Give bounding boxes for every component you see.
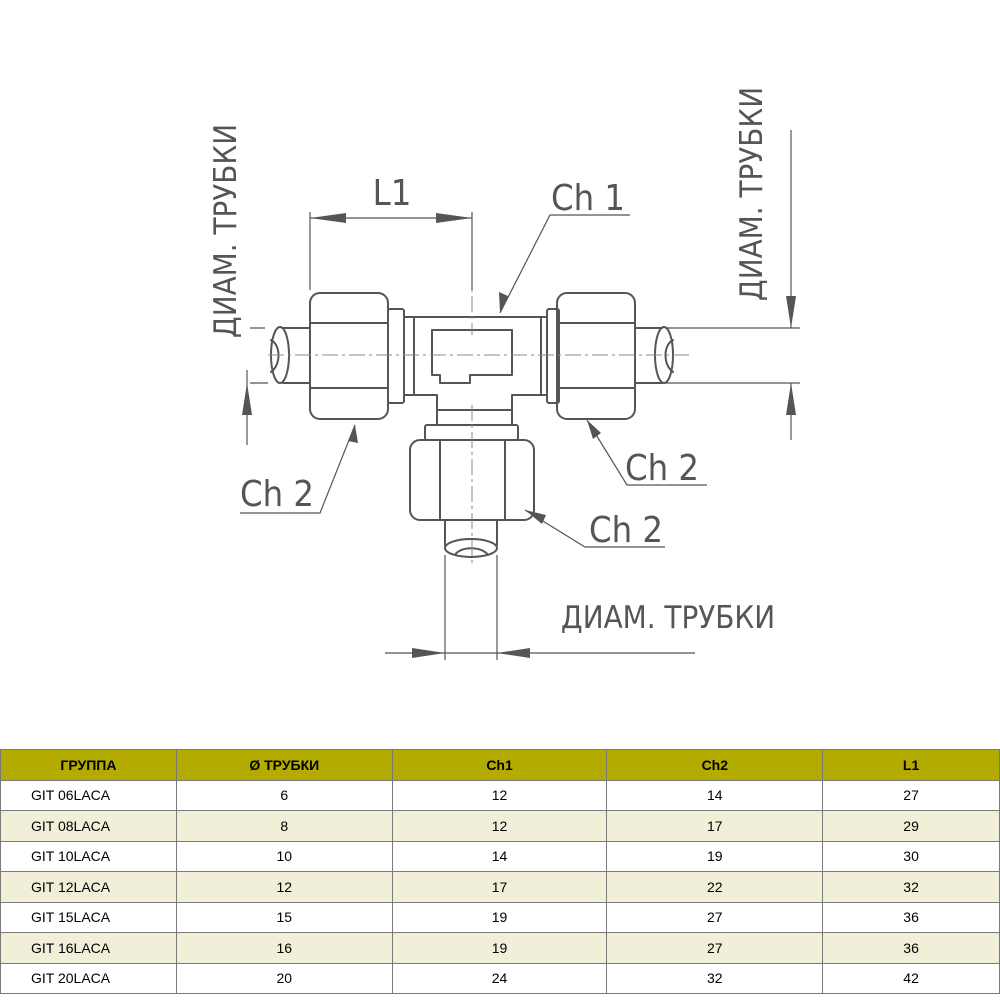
header-group: ГРУППА [0, 749, 177, 781]
cell-ch1: 12 [391, 779, 608, 811]
cell-ch1: 17 [391, 871, 608, 903]
cell-tube-diameter: 12 [175, 871, 393, 903]
right-nut [540, 292, 636, 420]
cell-ch1: 24 [391, 962, 608, 994]
tee-fitting-drawing: L1 Ch 1 Ch 2 Ch 2 Ch 2 ДИАМ. ТРУБКИ ДИАМ… [208, 87, 800, 660]
table-row: GIT 20LACA 20 24 32 42 [0, 962, 1000, 994]
cell-ch2: 32 [606, 962, 824, 994]
table-row: GIT 06LACA 6 12 14 27 [0, 779, 1000, 811]
cell-ch2: 22 [606, 871, 824, 903]
tee-body [413, 316, 542, 426]
cell-tube-diameter: 6 [175, 779, 393, 811]
cell-l1: 42 [822, 962, 1000, 994]
spec-table: ГРУППА Ø ТРУБКИ Ch1 Ch2 L1 GIT 06LACA 6 … [0, 749, 1000, 994]
cell-l1: 29 [822, 810, 1000, 842]
table-row: GIT 10LACA 10 14 19 30 [0, 840, 1000, 872]
cell-ch1: 12 [391, 810, 608, 842]
header-ch2: Ch2 [606, 749, 824, 781]
cell-group: GIT 10LACA [0, 840, 177, 872]
diam-bottom-label: ДИАМ. ТРУБКИ [561, 600, 775, 636]
cell-ch1: 19 [391, 901, 608, 933]
cell-ch1: 19 [391, 932, 608, 964]
cell-tube-diameter: 8 [175, 810, 393, 842]
bottom-pipe [444, 519, 498, 558]
header-l1: L1 [822, 749, 1000, 781]
l1-label: L1 [373, 173, 412, 214]
table-header-row: ГРУППА Ø ТРУБКИ Ch1 Ch2 L1 [0, 749, 1000, 781]
cell-group: GIT 12LACA [0, 871, 177, 903]
cell-ch2: 17 [606, 810, 824, 842]
cell-l1: 32 [822, 871, 1000, 903]
cell-group: GIT 15LACA [0, 901, 177, 933]
cell-tube-diameter: 16 [175, 932, 393, 964]
cell-l1: 27 [822, 779, 1000, 811]
cell-l1: 36 [822, 901, 1000, 933]
cell-ch2: 19 [606, 840, 824, 872]
diam-right-label: ДИАМ. ТРУБКИ [734, 87, 770, 301]
diam-left-label: ДИАМ. ТРУБКИ [208, 124, 244, 338]
table-row: GIT 08LACA 8 12 17 29 [0, 810, 1000, 842]
cell-ch1: 14 [391, 840, 608, 872]
cell-ch2: 27 [606, 932, 824, 964]
cell-ch2: 14 [606, 779, 824, 811]
cell-ch2: 27 [606, 901, 824, 933]
cell-group: GIT 20LACA [0, 962, 177, 994]
table-row: GIT 15LACA 15 19 27 36 [0, 901, 1000, 933]
cell-l1: 30 [822, 840, 1000, 872]
cell-tube-diameter: 15 [175, 901, 393, 933]
cell-l1: 36 [822, 932, 1000, 964]
left-nut [309, 292, 415, 420]
cell-tube-diameter: 10 [175, 840, 393, 872]
cell-tube-diameter: 20 [175, 962, 393, 994]
header-tube-diameter: Ø ТРУБКИ [175, 749, 393, 781]
cell-group: GIT 06LACA [0, 779, 177, 811]
ch1-label: Ch 1 [551, 178, 625, 219]
ch2-bottom-label: Ch 2 [589, 510, 663, 551]
table-row: GIT 16LACA 16 19 27 36 [0, 932, 1000, 964]
header-ch1: Ch1 [391, 749, 608, 781]
ch2-right-label: Ch 2 [625, 448, 699, 489]
cell-group: GIT 16LACA [0, 932, 177, 964]
table-row: GIT 12LACA 12 17 22 32 [0, 871, 1000, 903]
cell-group: GIT 08LACA [0, 810, 177, 842]
ch2-left-label: Ch 2 [240, 474, 314, 515]
